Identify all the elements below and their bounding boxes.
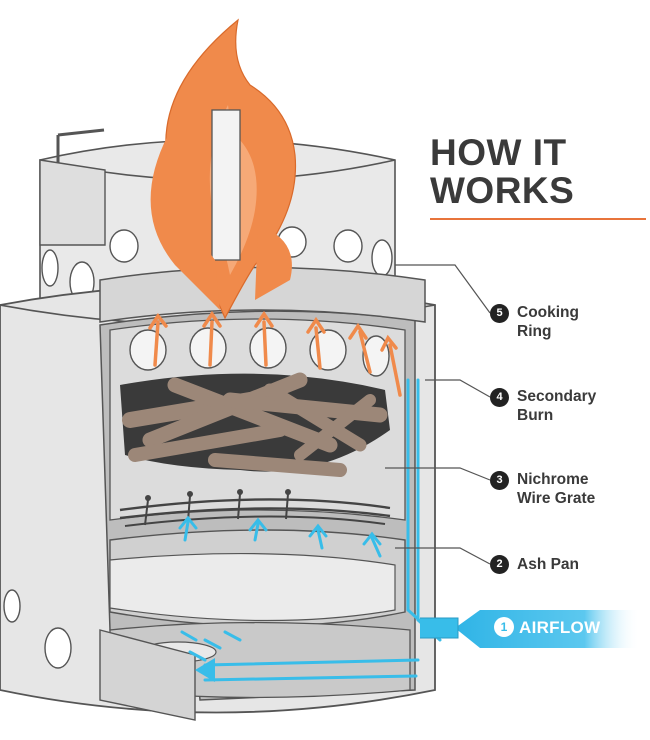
label-number-1: 1 [494,617,514,637]
label-cooking-ring: Cooking Ring [517,303,579,341]
label-ash-pan: Ash Pan [517,555,579,574]
label-secondary-burn-line1: Secondary [517,388,597,405]
airflow-arrow-head [195,658,215,682]
label-airflow: AIRFLOW [519,618,601,637]
label-cooking-ring-line2: Ring [517,323,552,340]
label-cooking-ring-line1: Cooking [517,304,579,321]
flame [150,18,297,320]
label-secondary-burn: Secondary Burn [517,387,596,425]
title-line-2: WORKS [430,170,575,211]
label-nichrome-line2: Wire Grate [517,490,596,507]
airflow-paths [178,378,442,682]
secondary-burn-arrows [148,310,402,397]
label-secondary-burn-line2: Burn [517,407,554,424]
firewood [120,372,390,477]
page-title: HOW IT WORKS [430,134,574,210]
label-number-3: 3 [490,471,509,490]
stove-body [0,266,436,721]
label-number-4: 4 [490,388,509,407]
label-nichrome-line1: Nichrome [517,471,589,488]
label-number-2: 2 [490,555,509,574]
title-divider [430,218,646,220]
label-ash-pan-line1: Ash Pan [517,556,580,573]
leader-lines [385,264,491,565]
label-nichrome-wire-grate: Nichrome Wire Grate [517,470,595,508]
title-line-1: HOW IT [430,132,567,173]
label-number-5: 5 [490,304,509,323]
